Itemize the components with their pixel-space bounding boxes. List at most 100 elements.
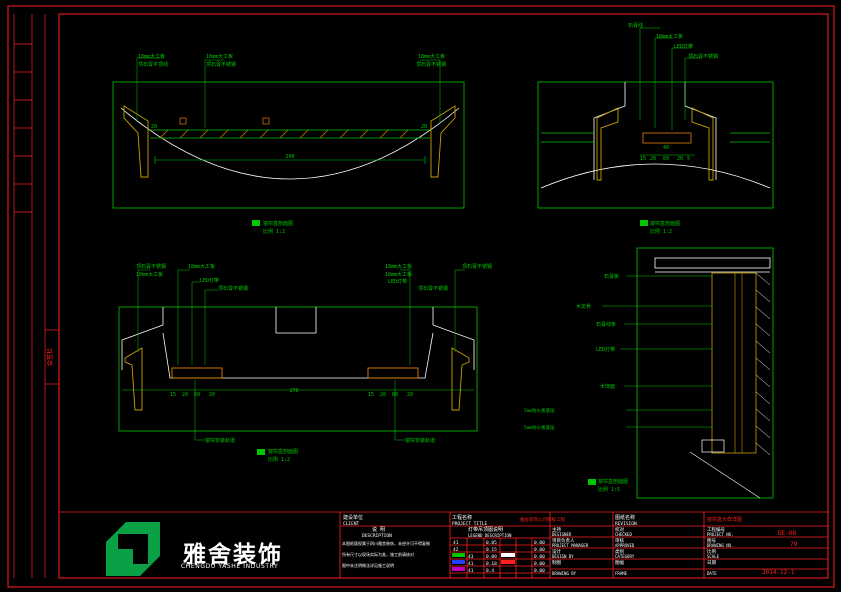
notes-label-cn: 说 明 <box>372 526 385 533</box>
notes-line-3: 图中未注明做法详见施工说明 <box>342 562 394 568</box>
left-strip-red-label: 会签栏 <box>46 348 54 366</box>
d4-label-2: 木龙骨 <box>576 303 591 310</box>
detail-3 <box>118 269 478 455</box>
d2-dim-6: 5 <box>687 156 690 162</box>
legend-row-3-b: 0.09 <box>486 554 497 560</box>
d3-label-4: LED灯带 <box>200 277 219 284</box>
sheet-inner-border <box>58 13 829 579</box>
d1-label-6: 顶石膏不锈钢 <box>416 61 446 68</box>
d2-label-1: 石膏线 <box>628 22 643 29</box>
d3-note-2: 窗帘安装轨道 <box>405 437 435 444</box>
role-2-cn: 项目负责人 <box>552 537 575 544</box>
d4-label-3: 石膏线条 <box>596 321 616 328</box>
d1-label-2: 顶石膏平顶线 <box>138 61 168 68</box>
review-1-en: REVISION <box>615 521 637 527</box>
project-red-name: 雅舍装饰公司样板工程 <box>520 516 565 523</box>
d3-dim-2: 20 <box>182 392 188 398</box>
role-3-en: DESIGN BY <box>552 554 574 559</box>
d3-label-9: 顶石膏不锈钢 <box>418 285 448 292</box>
d2-label-4: 顶石膏不锈钢 <box>688 53 718 60</box>
legend-row-2-a: 42 <box>453 547 459 553</box>
meta-4-en: DATE <box>707 571 717 576</box>
legend-row-1-c: 0.00 <box>534 540 545 546</box>
d1-dim-left: 20 <box>151 124 157 130</box>
d1-label-3: 18mm大工板 <box>206 53 233 60</box>
d4-label-7: 5mm防火板基层 <box>524 424 555 431</box>
role-4-en: DRAWING BY <box>552 571 577 576</box>
d3-dim-5: 270 <box>289 388 298 394</box>
d3-label-7: 18mm大工板 <box>385 271 412 278</box>
d4-label-6: 5mm防火板基层 <box>524 407 555 414</box>
left-approval-strip <box>13 14 59 578</box>
legend-row-5-a: 41 <box>468 568 474 574</box>
legend-row-3-a: 43 <box>468 554 474 560</box>
notes-line-2: 所有尺寸以现场实际为准，施工前请核对 <box>342 551 414 557</box>
d2-dim-2: 15 <box>640 156 646 162</box>
legend-row-4-a: 41 <box>468 561 474 567</box>
d1-label-5: 18mm大工板 <box>418 53 445 60</box>
d3-title: 窗帘盒剖面图 <box>268 448 298 455</box>
drawing-name-red: 窗帘盒大样详图 <box>707 516 742 523</box>
d3-dim-1: 15 <box>170 392 176 398</box>
d2-dim-1: 40 <box>663 145 669 151</box>
d3-note-1: 窗帘安装轨道 <box>205 437 235 444</box>
d2-scale: 比例 1:2 <box>650 228 672 235</box>
review-5-en: FRAME <box>615 571 628 576</box>
d3-label-1: 顶石膏不锈钢 <box>136 263 166 270</box>
d2-dim-4: 60 <box>663 156 669 162</box>
d3-dim-6: 15 <box>368 392 374 398</box>
title-block-grid <box>59 511 828 578</box>
d3-dim-9: 20 <box>407 392 413 398</box>
d3-dim-4: 20 <box>209 392 215 398</box>
brand-subtitle: CHENGDU YASHE INDUSTRY <box>181 563 279 570</box>
notes-label-en: DESCRIPTION <box>362 533 392 539</box>
meta-1-value: DE-08 <box>778 530 796 537</box>
d4-scale: 比例 1:5 <box>598 486 620 493</box>
legend-row-4-b: 0.18 <box>486 561 497 567</box>
meta-2-en: DRAWING NO. <box>707 543 734 548</box>
sheet-outer-border <box>7 5 835 588</box>
d3-label-2: 18mm大工板 <box>136 271 163 278</box>
project-title-en: PROJECT TITLE <box>452 521 488 527</box>
d2-dim-3: 20 <box>650 156 656 162</box>
d2-label-2: 18mm大工板 <box>656 33 683 40</box>
d2-dim-5: 20 <box>677 156 683 162</box>
d3-label-8: LED灯带 <box>388 278 407 285</box>
role-1-en: DESIGNER <box>552 532 572 537</box>
review-4-cn: 类别 <box>615 548 624 555</box>
d4-label-4: LED灯带 <box>596 346 615 353</box>
d3-dim-8: 60 <box>392 392 398 398</box>
meta-1-en: PROJECT NO. <box>707 532 734 537</box>
meta-3-cn: 比例 <box>707 548 716 555</box>
detail-1 <box>112 57 465 226</box>
legend-swatches <box>452 553 515 571</box>
review-2-en: CHECKED <box>615 532 632 537</box>
role-3-cn: 设计 <box>552 548 561 555</box>
d1-title: 窗帘盒剖面图 <box>263 220 293 227</box>
d1-label-1: 18mm大工板 <box>138 53 165 60</box>
legend-row-2-b: 0.15 <box>486 547 497 553</box>
review-2-cn: 校对 <box>615 526 624 533</box>
role-2-en: PROJECT MANAGER <box>552 543 589 548</box>
meta-2-cn: 图号 <box>707 538 716 544</box>
d4-label-5: 木饰面 <box>600 383 615 390</box>
review-1-cn: 图纸名称 <box>615 514 635 521</box>
meta-2-value: 79 <box>790 541 798 548</box>
legend-row-2-c: 0.00 <box>534 547 545 553</box>
d1-label-4: 顶石膏不锈钢 <box>206 61 236 68</box>
d3-label-5: 顶石膏不锈钢 <box>218 285 248 292</box>
d3-dim-7: 20 <box>380 392 386 398</box>
brand-name: 雅舍装饰 <box>183 542 283 568</box>
notes-line-1: 本图纸版权属于四川雅舍装饰，未经许可不得复制 <box>342 540 430 546</box>
d2-label-3: LED灯带 <box>674 43 693 50</box>
meta-4-cn: 日期 <box>707 560 716 566</box>
legend-title-cn: 灯带吊顶图说明 <box>468 526 503 533</box>
legend-row-5-c: 0.00 <box>534 568 545 574</box>
d1-scale: 比例 1:2 <box>263 228 285 235</box>
client-label-en: CLIENT <box>343 521 360 527</box>
meta-1-cn: 工程编号 <box>707 526 725 533</box>
legend-row-4-c: 0.00 <box>534 561 545 567</box>
d2-title: 窗帘盒剖面图 <box>650 220 680 227</box>
d3-dim-3: 60 <box>194 392 200 398</box>
